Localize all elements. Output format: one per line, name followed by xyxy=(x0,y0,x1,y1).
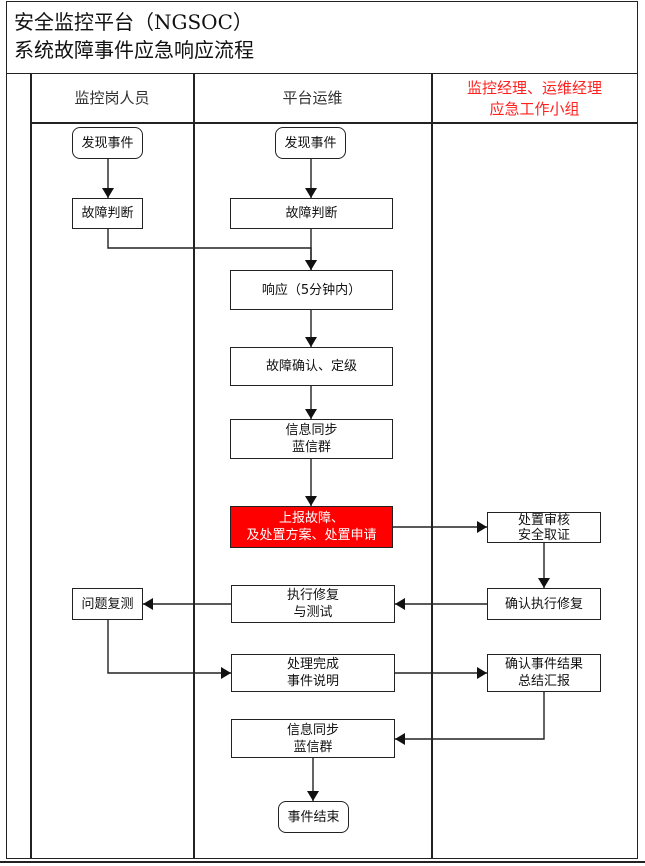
node-ops-confirm-label: 故障确认、定级 xyxy=(265,359,357,374)
node-ops-judge[interactable]: 故障判断 xyxy=(230,198,393,229)
title-line-1: 安全监控平台（NGSOC） xyxy=(14,10,253,34)
diagram-title: 安全监控平台（NGSOC） 系统故障事件应急响应流程 xyxy=(14,8,254,64)
node-mon-discover-label: 发现事件 xyxy=(81,135,134,151)
lane-header-ops: 平台运维 xyxy=(194,75,431,122)
node-ops-done[interactable]: 处理完成 事件说明 xyxy=(231,654,395,692)
lane-divider-2 xyxy=(431,74,433,859)
node-ops-done-line1: 处理完成 xyxy=(286,657,339,672)
lane-divider-1 xyxy=(193,74,195,859)
lane-header-monitor-label: 监控岗人员 xyxy=(74,89,150,107)
lane-header-managers: 监控经理、运维经理 应急工作小组 xyxy=(432,75,637,122)
node-mon-judge-label: 故障判断 xyxy=(81,206,134,221)
node-mgr-confirm-result-line2: 总结汇报 xyxy=(517,674,570,689)
edge-mon-judge-to-respond xyxy=(107,229,317,270)
node-ops-end[interactable]: 事件结束 xyxy=(278,801,349,833)
node-ops-repair-line2: 与测试 xyxy=(293,605,333,620)
node-mgr-confirm-result[interactable]: 确认事件结果 总结汇报 xyxy=(487,654,601,692)
node-ops-discover-label: 发现事件 xyxy=(284,135,337,151)
node-ops-repair[interactable]: 执行修复 与测试 xyxy=(231,585,395,623)
lane-header-managers-line2: 应急工作小组 xyxy=(489,99,580,118)
edge-retest-to-done xyxy=(107,620,231,679)
node-ops-report-line2: 及处置方案、处置申请 xyxy=(246,528,377,543)
node-ops-report-line1: 上报故障、 xyxy=(278,511,344,526)
node-ops-repair-line1: 执行修复 xyxy=(286,588,339,603)
lane-header-monitor: 监控岗人员 xyxy=(31,75,193,122)
node-mgr-confirm-repair[interactable]: 确认执行修复 xyxy=(487,588,601,620)
node-ops-done-line2: 事件说明 xyxy=(286,674,339,689)
node-mon-judge[interactable]: 故障判断 xyxy=(72,198,143,229)
title-line-2: 系统故障事件应急响应流程 xyxy=(14,38,254,62)
node-mon-retest-label: 问题复测 xyxy=(81,596,134,612)
page-bottom-rule xyxy=(0,861,645,863)
node-mgr-review-line1: 处置审核 xyxy=(517,512,570,528)
node-ops-sync2-line1: 信息同步 xyxy=(286,722,339,738)
node-mgr-review[interactable]: 处置审核 安全取证 xyxy=(487,512,601,543)
node-ops-judge-label: 故障判断 xyxy=(285,206,338,221)
node-ops-discover[interactable]: 发现事件 xyxy=(275,127,346,159)
title-area xyxy=(6,1,638,74)
node-ops-sync2[interactable]: 信息同步 蓝信群 xyxy=(231,719,395,758)
node-ops-confirm[interactable]: 故障确认、定级 xyxy=(230,347,393,386)
node-ops-respond-label: 响应（5分钟内） xyxy=(261,282,362,298)
node-mon-discover[interactable]: 发现事件 xyxy=(72,127,143,159)
lane-header-ops-label: 平台运维 xyxy=(282,89,343,107)
node-ops-sync1[interactable]: 信息同步 蓝信群 xyxy=(230,419,393,459)
node-mgr-confirm-result-line1: 确认事件结果 xyxy=(504,657,583,672)
node-ops-report[interactable]: 上报故障、 及处置方案、处置申请 xyxy=(230,506,393,548)
node-mgr-confirm-repair-label: 确认执行修复 xyxy=(504,596,583,612)
lane-header-divider xyxy=(30,122,638,124)
node-ops-sync1-line2: 蓝信群 xyxy=(291,440,331,455)
node-ops-sync1-line1: 信息同步 xyxy=(285,423,338,438)
node-ops-respond[interactable]: 响应（5分钟内） xyxy=(230,270,393,310)
node-ops-end-label: 事件结束 xyxy=(287,809,340,825)
diagram-frame xyxy=(6,1,638,859)
node-mgr-review-line2: 安全取证 xyxy=(517,527,570,543)
node-mon-retest[interactable]: 问题复测 xyxy=(72,588,143,620)
edge-confirm-result-to-sync2 xyxy=(395,692,545,745)
lane-header-managers-line1: 监控经理、运维经理 xyxy=(466,78,602,97)
lane-gutter-divider xyxy=(30,74,32,859)
node-ops-sync2-line2: 蓝信群 xyxy=(293,739,333,755)
